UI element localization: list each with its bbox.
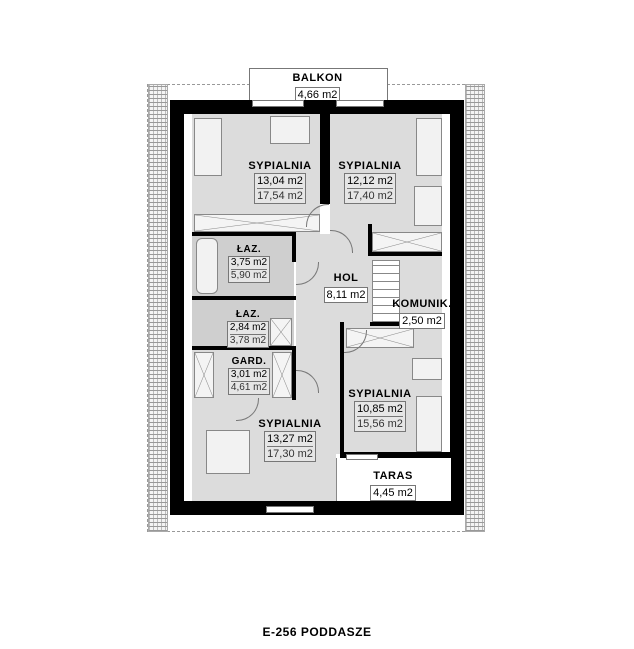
room-name: GARD. bbox=[231, 356, 267, 367]
wall-se-bottom bbox=[340, 452, 464, 458]
bed-nw bbox=[194, 118, 222, 176]
label-sypialnia-sw: SYPIALNIA 13,27 m2 17,30 m2 bbox=[250, 418, 330, 462]
wardrobe-nw bbox=[194, 214, 320, 232]
wall-laz-divider bbox=[192, 296, 296, 300]
label-laz-2: ŁAZ. 2,84 m2 3,78 m2 bbox=[224, 308, 272, 348]
label-sypialnia-se: SYPIALNIA 10,85 m2 15,56 m2 bbox=[340, 388, 420, 432]
area-net: 2,84 m2 bbox=[229, 322, 267, 335]
room-name: ŁAZ. bbox=[235, 309, 261, 320]
wall-ne-bottom bbox=[370, 252, 442, 256]
wall-nw-ne bbox=[320, 114, 330, 204]
desk-se bbox=[412, 358, 442, 380]
wardrobe-ne bbox=[372, 232, 442, 252]
wall-hol-right-top bbox=[368, 224, 372, 256]
room-area: 3,75 m2 5,90 m2 bbox=[227, 256, 271, 283]
wall-right bbox=[450, 100, 464, 515]
wardrobe-gard-right bbox=[272, 352, 292, 398]
balcony-label: BALKON 4,66 m2 bbox=[249, 72, 386, 103]
wall-top bbox=[170, 100, 464, 114]
wall-bottom bbox=[170, 501, 464, 515]
area-gross: 15,56 m2 bbox=[357, 418, 403, 430]
wardrobe-gard-left bbox=[194, 352, 214, 398]
room-name: TARAS bbox=[373, 470, 413, 482]
roof-edge-left bbox=[148, 84, 168, 532]
window-balcony-left bbox=[252, 100, 304, 107]
window-bottom bbox=[266, 506, 314, 513]
wall-laz2-bottom bbox=[192, 346, 296, 350]
window-balcony-right bbox=[336, 100, 384, 107]
wall-laz1-top bbox=[192, 232, 296, 236]
room-area: 4,66 m2 bbox=[294, 87, 341, 103]
bed-sw bbox=[206, 430, 250, 474]
room-name: ŁAZ. bbox=[236, 244, 262, 255]
wall-left bbox=[170, 100, 184, 515]
room-name: SYPIALNIA bbox=[248, 160, 312, 172]
room-area: 13,27 m2 17,30 m2 bbox=[264, 431, 316, 462]
terrace-label: TARAS 4,45 m2 bbox=[336, 470, 450, 501]
room-area: 2,50 m2 bbox=[399, 313, 445, 329]
area-gross: 3,78 m2 bbox=[229, 335, 267, 346]
shower bbox=[270, 318, 292, 346]
room-area: 12,12 m2 17,40 m2 bbox=[344, 173, 396, 204]
knee-wall-left bbox=[184, 114, 192, 501]
area-gross: 17,54 m2 bbox=[257, 190, 303, 202]
label-sypialnia-nw: SYPIALNIA 13,04 m2 17,54 m2 bbox=[240, 160, 320, 204]
wall-gard-right bbox=[292, 346, 296, 400]
window-terrace bbox=[346, 454, 378, 460]
room-name: BALKON bbox=[292, 72, 343, 84]
bed-ne bbox=[416, 118, 442, 176]
room-area: 8,11 m2 bbox=[323, 287, 369, 303]
room-name: SYPIALNIA bbox=[348, 388, 412, 400]
area-net: 13,04 m2 bbox=[257, 175, 303, 189]
area-gross: 5,90 m2 bbox=[230, 270, 268, 281]
stairs bbox=[372, 260, 400, 322]
room-name: KOMUNIK. bbox=[392, 298, 452, 310]
room-area: 13,04 m2 17,54 m2 bbox=[254, 173, 306, 204]
label-hol: HOL 8,11 m2 bbox=[316, 272, 376, 303]
area-gross: 17,30 m2 bbox=[267, 448, 313, 460]
room-name: HOL bbox=[333, 272, 359, 284]
area-gross: 4,61 m2 bbox=[230, 382, 268, 393]
bed-se bbox=[416, 396, 442, 452]
room-area: 3,01 m2 4,61 m2 bbox=[227, 368, 271, 395]
label-gard: GARD. 3,01 m2 4,61 m2 bbox=[226, 355, 272, 395]
wall-se-left bbox=[340, 322, 344, 454]
bathtub bbox=[196, 238, 218, 294]
label-sypialnia-ne: SYPIALNIA 12,12 m2 17,40 m2 bbox=[330, 160, 410, 204]
area-net: 12,12 m2 bbox=[347, 175, 393, 189]
label-laz-1: ŁAZ. 3,75 m2 5,90 m2 bbox=[226, 243, 272, 283]
area-gross: 17,40 m2 bbox=[347, 190, 393, 202]
roof-edge-right bbox=[465, 84, 485, 532]
room-area: 4,45 m2 bbox=[370, 485, 416, 501]
desk-nw bbox=[270, 116, 310, 144]
room-name: SYPIALNIA bbox=[258, 418, 322, 430]
area-net: 13,27 m2 bbox=[267, 433, 313, 447]
wall-laz1-right bbox=[292, 232, 296, 262]
knee-wall-right bbox=[442, 114, 450, 454]
area-net: 3,01 m2 bbox=[230, 369, 268, 382]
label-komunik: KOMUNIK. 2,50 m2 bbox=[390, 298, 454, 329]
area-net: 3,75 m2 bbox=[230, 257, 268, 270]
room-area: 2,84 m2 3,78 m2 bbox=[226, 321, 270, 348]
desk-ne bbox=[414, 186, 442, 226]
room-area: 10,85 m2 15,56 m2 bbox=[354, 401, 406, 432]
plan-caption: E-256 PODDASZE bbox=[262, 625, 372, 639]
area-net: 10,85 m2 bbox=[357, 403, 403, 417]
room-name: SYPIALNIA bbox=[338, 160, 402, 172]
